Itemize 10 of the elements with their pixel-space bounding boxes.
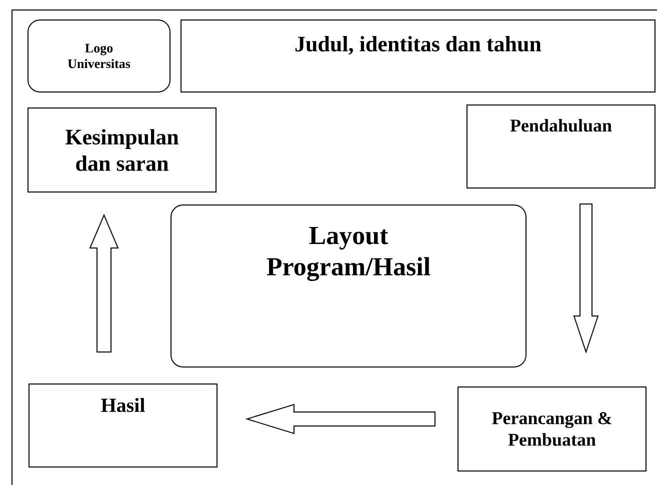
block-arrow bbox=[245, 404, 436, 434]
block-arrow bbox=[89, 214, 119, 352]
rounded-box: Logo Universitas bbox=[28, 20, 170, 92]
central-box: Layout Program/Hasil bbox=[170, 204, 526, 368]
section-box: Hasil bbox=[28, 384, 218, 468]
section-box: Kesimpulan dan saran bbox=[28, 108, 216, 192]
block-arrow bbox=[573, 204, 599, 354]
section-box: Perancangan & Pembuatan bbox=[458, 386, 646, 472]
title-box: Judul, identitas dan tahun bbox=[180, 20, 656, 92]
section-box: Pendahuluan bbox=[466, 104, 656, 188]
